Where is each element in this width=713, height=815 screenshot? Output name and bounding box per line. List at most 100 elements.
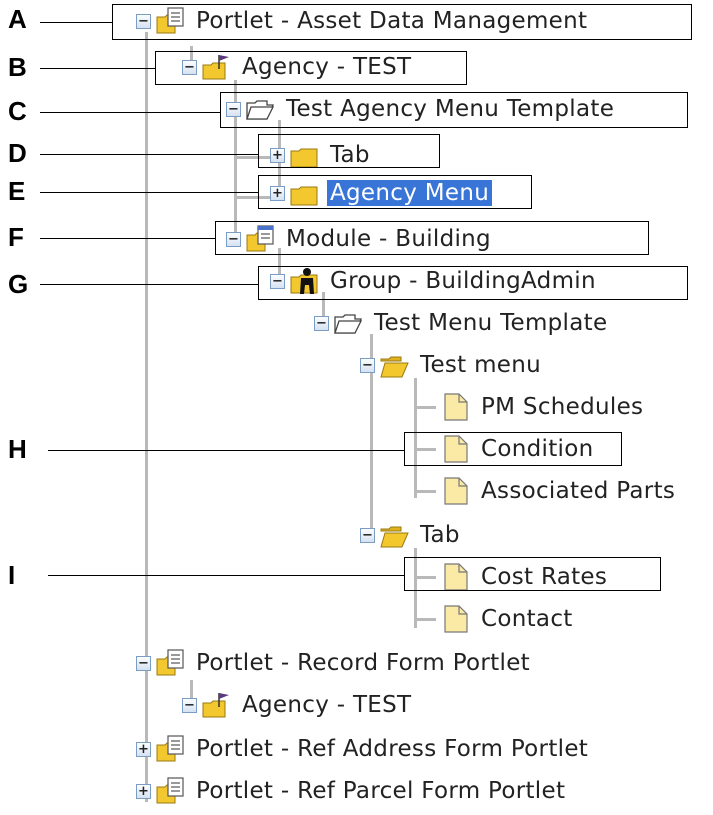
page-icon	[440, 435, 470, 463]
tree-node-portlet-asset[interactable]: − Portlet - Asset Data Management	[136, 4, 590, 38]
expand-toggle[interactable]: +	[136, 741, 151, 757]
node-label[interactable]: Portlet - Record Form Portlet	[196, 650, 530, 676]
page-icon	[440, 563, 470, 591]
tree-node-module-building[interactable]: − Module - Building	[226, 222, 494, 256]
node-label[interactable]: Contact	[481, 606, 573, 632]
callout-label-a: A	[8, 4, 27, 34]
connector-line	[190, 680, 193, 710]
callout-label-e: E	[8, 176, 26, 206]
connector-line	[234, 156, 274, 159]
callout-box-d	[258, 134, 440, 168]
page-icon	[440, 393, 470, 421]
tree-node-tab-2[interactable]: − Tab	[360, 518, 463, 552]
callout-box-b	[155, 51, 467, 85]
node-label[interactable]: Tab	[330, 142, 370, 168]
node-label-selected[interactable]: Agency Menu	[327, 180, 493, 206]
collapse-toggle[interactable]: −	[136, 13, 151, 29]
callout-leader-i	[48, 575, 404, 576]
expand-toggle[interactable]: +	[270, 185, 285, 201]
callout-box-e	[258, 175, 532, 209]
callout-label-f: F	[8, 222, 24, 252]
callout-label-b: B	[8, 52, 27, 82]
tree-node-group-buildingadmin[interactable]: − Group - BuildingAdmin	[270, 264, 599, 298]
node-label[interactable]: Module - Building	[286, 226, 491, 252]
node-label[interactable]: Test Menu Template	[374, 310, 608, 336]
node-label[interactable]: Group - BuildingAdmin	[330, 268, 596, 294]
connector-line	[278, 248, 281, 282]
expand-toggle[interactable]: +	[136, 783, 151, 799]
open-folder-icon	[379, 521, 409, 549]
connector-line	[414, 575, 436, 579]
node-label[interactable]: Agency - TEST	[242, 54, 412, 80]
node-label[interactable]: Cost Rates	[481, 564, 608, 590]
callout-leader-d	[40, 154, 258, 155]
node-label[interactable]: PM Schedules	[481, 394, 644, 420]
node-label[interactable]: Condition	[481, 436, 594, 462]
page-icon	[440, 605, 470, 633]
agency-folder-flag-icon	[201, 53, 231, 81]
tree-node-condition[interactable]: Condition	[414, 432, 596, 466]
callout-box-f	[215, 221, 649, 255]
callout-leader-b	[40, 68, 155, 69]
tree-node-associated-parts[interactable]: Associated Parts	[414, 474, 678, 508]
tree-node-agency-menu[interactable]: + Agency Menu	[270, 176, 493, 210]
node-label[interactable]: Portlet - Ref Address Form Portlet	[196, 736, 589, 762]
tree-node-portlet-ref-parcel[interactable]: + Portlet - Ref Parcel Form Portlet	[136, 774, 568, 808]
collapse-toggle[interactable]: −	[136, 655, 151, 671]
tree-node-portlet-record-form[interactable]: − Portlet - Record Form Portlet	[136, 646, 533, 680]
callout-leader-c	[40, 112, 220, 113]
tree-node-tab[interactable]: + Tab	[270, 138, 373, 172]
node-label[interactable]: Test menu	[420, 352, 542, 378]
expand-toggle[interactable]: +	[270, 147, 285, 163]
node-label[interactable]: Associated Parts	[481, 478, 676, 504]
connector-line	[414, 489, 436, 493]
portlet-folder-icon	[155, 649, 185, 677]
connector-line	[414, 447, 436, 451]
collapse-toggle[interactable]: −	[226, 101, 241, 117]
collapse-toggle[interactable]: −	[182, 697, 197, 713]
collapse-toggle[interactable]: −	[226, 231, 241, 247]
node-label[interactable]: Portlet - Asset Data Management	[196, 8, 588, 34]
connector-line	[145, 32, 148, 802]
module-folder-icon	[245, 225, 275, 253]
tree-node-portlet-ref-address[interactable]: + Portlet - Ref Address Form Portlet	[136, 732, 591, 766]
connector-line	[370, 334, 373, 538]
tree-node-contact[interactable]: Contact	[414, 602, 576, 636]
callout-label-g: G	[8, 269, 29, 299]
callout-box-g	[258, 266, 688, 300]
collapse-toggle[interactable]: −	[360, 527, 375, 543]
collapse-toggle[interactable]: −	[270, 273, 285, 289]
collapse-toggle[interactable]: −	[360, 357, 375, 373]
portlet-folder-icon	[155, 7, 185, 35]
callout-leader-f	[40, 238, 215, 239]
open-folder-icon	[379, 351, 409, 379]
collapse-toggle[interactable]: −	[314, 315, 329, 331]
connector-line	[322, 292, 325, 322]
node-label[interactable]: Tab	[420, 522, 460, 548]
callout-box-a	[112, 4, 692, 40]
group-person-icon	[289, 267, 319, 295]
collapse-toggle[interactable]: −	[182, 59, 197, 75]
open-folder-outline-icon	[245, 95, 275, 123]
callout-box-h	[404, 432, 622, 466]
folder-icon	[289, 179, 319, 207]
node-label[interactable]: Test Agency Menu Template	[286, 96, 615, 122]
connector-line	[414, 617, 436, 621]
connector-line	[414, 548, 417, 628]
portlet-folder-icon	[155, 777, 185, 805]
callout-label-i: I	[8, 560, 16, 590]
callout-label-c: C	[8, 96, 27, 126]
tree-node-test-menu-template[interactable]: − Test Menu Template	[314, 306, 610, 340]
tree-node-cost-rates[interactable]: Cost Rates	[414, 560, 610, 594]
portlet-folder-icon	[155, 735, 185, 763]
node-label[interactable]: Agency - TEST	[242, 692, 412, 718]
node-label[interactable]: Portlet - Ref Parcel Form Portlet	[196, 778, 566, 804]
tree-node-agency-test[interactable]: − Agency - TEST	[182, 50, 414, 84]
tree-node-test-agency-menu-template[interactable]: − Test Agency Menu Template	[226, 92, 617, 126]
tree-node-agency-test-2[interactable]: − Agency - TEST	[182, 688, 414, 722]
connector-line	[414, 405, 436, 409]
callout-leader-e	[40, 192, 258, 193]
tree-node-pm-schedules[interactable]: PM Schedules	[414, 390, 646, 424]
tree-node-test-menu[interactable]: − Test menu	[360, 348, 544, 382]
